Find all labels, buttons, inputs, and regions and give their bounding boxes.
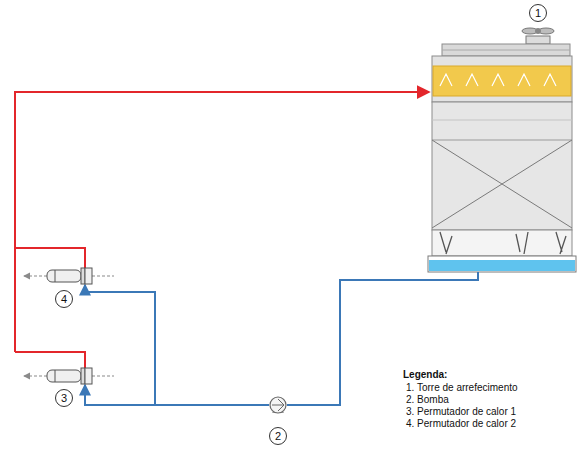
callout-number: 2 xyxy=(275,431,281,442)
pump-symbol xyxy=(270,397,286,413)
heat-exchanger-symbol xyxy=(24,268,114,284)
heat-exchanger-symbol xyxy=(24,368,114,384)
callout-number: 1 xyxy=(535,8,541,19)
legend-heading: Legenda: xyxy=(403,369,447,380)
legend-entry: 4. Permutador de calor 2 xyxy=(406,418,516,430)
hot-water-pipes xyxy=(15,92,429,368)
legend-text: 4. Permutador de calor 2 xyxy=(406,418,516,429)
legend-entry: 2. Bomba xyxy=(406,394,449,406)
cooling-tower xyxy=(428,28,576,272)
callout-circle: 3 xyxy=(55,389,73,407)
legend-text: 1. Torre de arrefecimento xyxy=(406,382,518,393)
callout-circle: 2 xyxy=(269,427,287,445)
callout-number: 3 xyxy=(61,393,67,404)
legend-entry: 3. Permutador de calor 1 xyxy=(406,406,516,418)
callout-circle: 4 xyxy=(55,290,73,308)
legend-text: 3. Permutador de calor 1 xyxy=(406,406,516,417)
callout-number: 4 xyxy=(61,294,67,305)
legend-text: 2. Bomba xyxy=(406,394,449,405)
callout-circle: 1 xyxy=(529,4,547,22)
legend-entry: 1. Torre de arrefecimento xyxy=(406,382,518,394)
